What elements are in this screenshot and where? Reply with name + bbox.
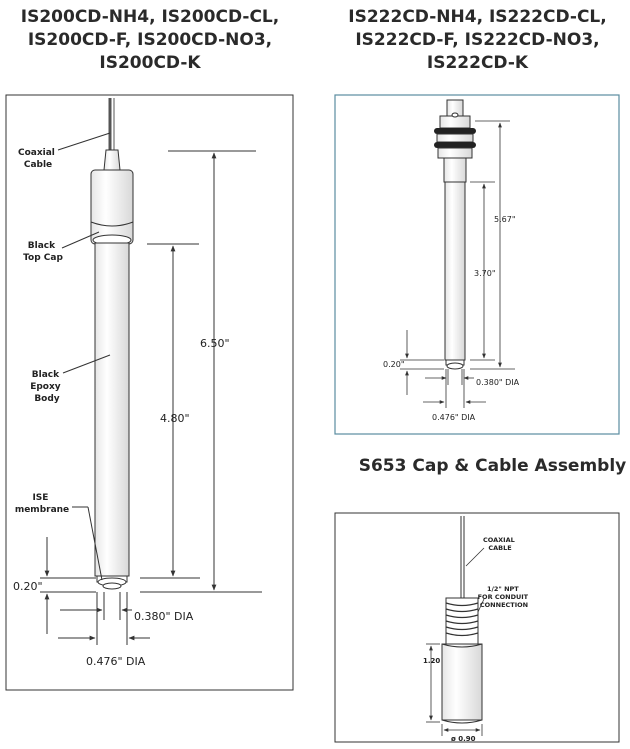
title-line: IS222CD-K bbox=[426, 53, 529, 73]
dim-0-380-dia: 0.380" DIA bbox=[134, 610, 194, 623]
frame-right-top bbox=[334, 94, 620, 435]
dim-5-67: 5.67" bbox=[494, 215, 516, 224]
title-is222: IS222CD-NH4, IS222CD-CL, IS222CD-F, IS22… bbox=[325, 6, 630, 75]
left-dimension-labels: 6.50" 4.80" 0.20" 0.380" DIA 0.476" DIA bbox=[13, 337, 230, 668]
title-line: IS222CD-NH4, IS222CD-CL, bbox=[348, 7, 607, 27]
probe-left bbox=[90, 98, 134, 590]
cap-callouts bbox=[426, 547, 485, 736]
title-line: IS200CD-K bbox=[99, 53, 201, 73]
label-coaxial-cable: Coaxial Cable bbox=[18, 148, 58, 170]
right-dimension-labels: 5.67" 3.70" 0.20" 0.380" DIA 0.476" DIA bbox=[383, 215, 520, 422]
title-is200: IS200CD-NH4, IS200CD-CL, IS200CD-F, IS20… bbox=[0, 6, 300, 75]
title-line: IS200CD-NH4, IS200CD-CL, bbox=[20, 7, 280, 27]
label-ise-membrane: ISE membrane bbox=[15, 493, 69, 515]
right-dimensions bbox=[400, 120, 515, 408]
dim-0-20: 0.20" bbox=[13, 580, 43, 593]
frame-left bbox=[5, 94, 294, 691]
label-epoxy-body: Black Epoxy Body bbox=[30, 370, 64, 404]
cap-dimension-labels: 1.20 ø 0.90 bbox=[423, 657, 476, 743]
dim-0-476-dia: 0.476" DIA bbox=[432, 413, 476, 422]
title-s653: S653 Cap & Cable Assembly bbox=[358, 456, 627, 476]
frame-right-bottom bbox=[334, 512, 620, 743]
label-npt-connection: 1/2" NPT FOR CONDUIT CONNECTION bbox=[478, 585, 531, 609]
dim-3-70: 3.70" bbox=[474, 269, 496, 278]
left-labels: Coaxial Cable Black Top Cap Black Epoxy … bbox=[15, 148, 69, 515]
label-coaxial-cable: COAXIAL CABLE bbox=[483, 536, 517, 552]
cap-assembly bbox=[441, 516, 483, 724]
left-dimensions bbox=[40, 150, 262, 645]
probe-right bbox=[434, 99, 476, 370]
dim-6-50: 6.50" bbox=[200, 337, 230, 350]
dim-0-380-dia: 0.380" DIA bbox=[476, 378, 520, 387]
label-top-cap: Black Top Cap bbox=[23, 241, 63, 263]
dim-0-20: 0.20" bbox=[383, 360, 405, 369]
dim-dia-0-90: ø 0.90 bbox=[451, 735, 476, 743]
cap-labels: COAXIAL CABLE 1/2" NPT FOR CONDUIT CONNE… bbox=[478, 536, 531, 609]
title-line: IS222CD-F, IS222CD-NO3, bbox=[355, 30, 600, 50]
dim-4-80: 4.80" bbox=[160, 412, 190, 425]
dim-1-20: 1.20 bbox=[423, 657, 440, 665]
title-line: IS200CD-F, IS200CD-NO3, bbox=[27, 30, 273, 50]
left-callouts bbox=[57, 132, 111, 581]
dim-0-476-dia: 0.476" DIA bbox=[86, 655, 146, 668]
